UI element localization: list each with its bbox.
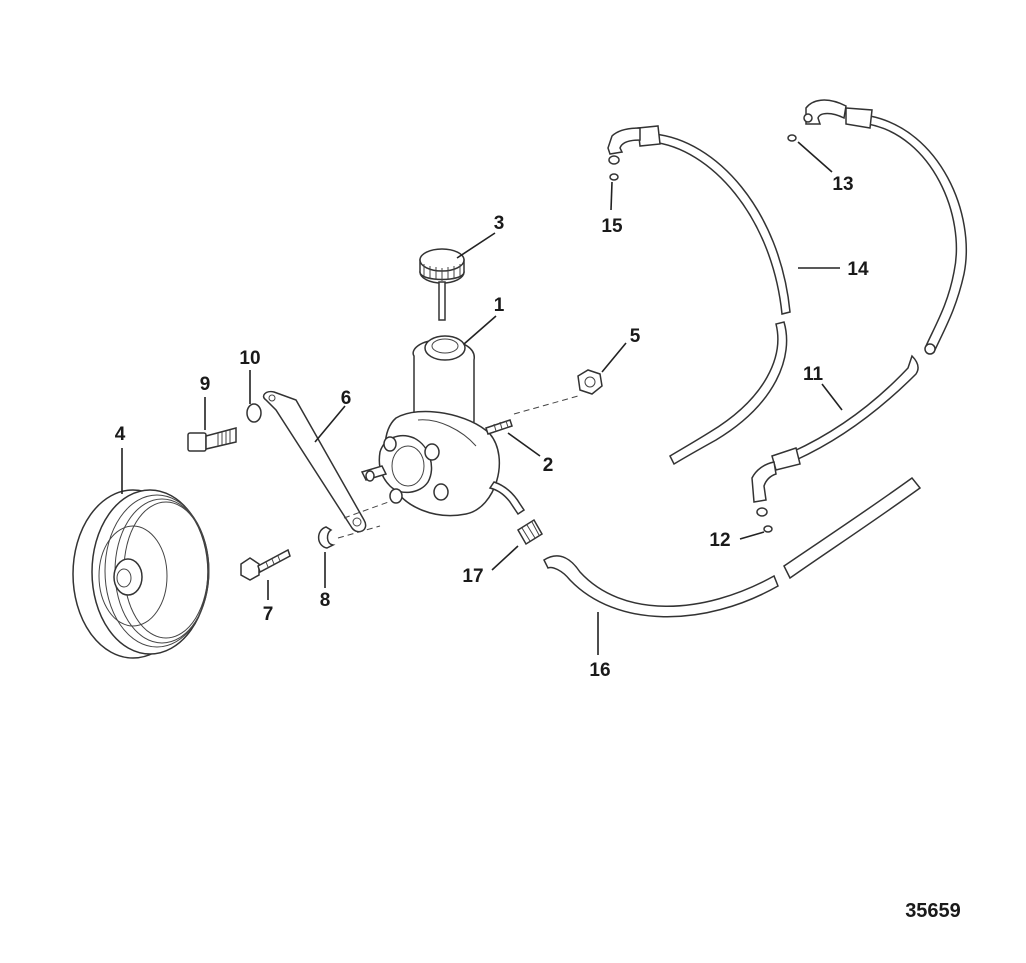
o-ring-upper-part xyxy=(609,173,619,181)
clip-part xyxy=(317,526,336,549)
o-ring-12-part xyxy=(763,525,773,533)
callout-11: 11 xyxy=(803,364,824,385)
callout-17: 17 xyxy=(462,566,483,587)
reservoir-cap-part xyxy=(419,248,465,321)
callout-16: 16 xyxy=(589,660,610,681)
callout-3: 3 xyxy=(494,213,505,234)
callout-2: 2 xyxy=(543,455,554,476)
callout-1: 1 xyxy=(494,295,505,316)
callout-7: 7 xyxy=(263,604,274,625)
leader-lines xyxy=(121,141,843,655)
figure-number: 35659 xyxy=(905,900,961,922)
callout-15: 15 xyxy=(601,216,623,237)
callout-14: 14 xyxy=(847,259,869,280)
bolt-part xyxy=(187,427,237,452)
callout-5: 5 xyxy=(630,326,641,347)
pressure-hose-part xyxy=(607,125,791,466)
assembly-line-pulley xyxy=(337,525,381,539)
callout-12: 12 xyxy=(709,530,730,551)
callout-4: 4 xyxy=(115,424,126,445)
pulley-part xyxy=(72,489,210,659)
callout-13: 13 xyxy=(832,174,853,195)
lock-washer-part xyxy=(246,403,262,423)
assembly-line-nut xyxy=(513,395,579,415)
fitting-part xyxy=(516,518,544,546)
bracket-part xyxy=(262,390,367,533)
hose-part xyxy=(543,476,922,618)
adjusting-bolt-part xyxy=(240,548,291,581)
o-ring-13-part xyxy=(787,134,797,142)
assembly-line-bracket xyxy=(343,499,395,519)
nut-part xyxy=(577,369,603,395)
callout-9: 9 xyxy=(200,374,211,395)
callout-8: 8 xyxy=(320,590,331,611)
power-steering-pump-part xyxy=(360,335,526,517)
callout-6: 6 xyxy=(341,388,352,409)
return-hose-part xyxy=(751,99,968,533)
callout-10: 10 xyxy=(239,348,260,369)
